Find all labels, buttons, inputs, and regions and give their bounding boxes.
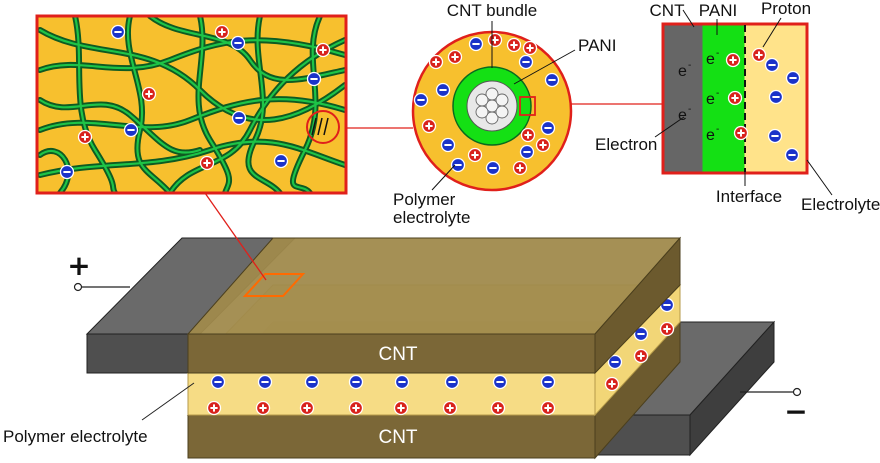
polymer-electrolyte-label: Polymer electrolyte [3, 427, 148, 446]
svg-text:-: - [688, 60, 691, 71]
device-illustration: CNT CNT + − Polymer electrolyte [3, 236, 808, 460]
cnt-electrons: e - e - [678, 60, 691, 124]
negative-terminal: − [740, 387, 808, 428]
cnt-bundle-label: CNT bundle [447, 1, 537, 20]
svg-text:-: - [716, 48, 719, 59]
electrolyte-label: Electrolyte [801, 195, 880, 214]
svg-text:e: e [706, 51, 715, 68]
polymer-electrolyte-leader [141, 382, 195, 421]
svg-text:e: e [678, 107, 687, 124]
plus-sign: + [67, 249, 90, 282]
svg-text:e: e [706, 91, 715, 108]
pani-label-center: PANI [578, 36, 616, 55]
polymer-label-line1: Polymer [393, 190, 456, 209]
pani-electrons: e - e - e - [706, 48, 719, 144]
pani-zoom-label: PANI [699, 1, 737, 20]
svg-text:e: e [678, 63, 687, 80]
electron-label: Electron [595, 135, 657, 154]
top-cnt-label: CNT [378, 344, 417, 365]
interface-zoom: e - e - e - e - e - CNT PANI Pr [595, 0, 880, 214]
interface-label: Interface [716, 187, 782, 206]
zoom-circle [306, 110, 340, 144]
polymer-label-line2: electrolyte [393, 208, 470, 227]
svg-text:-: - [716, 124, 719, 135]
minus-sign: − [784, 395, 807, 428]
proton-label: Proton [761, 0, 811, 18]
cnt-zoom-label: CNT [650, 1, 685, 20]
svg-text:-: - [716, 88, 719, 99]
positive-terminal: + [67, 249, 130, 292]
interface-zoom-marker [519, 96, 536, 116]
cross-section-zoom: CNT bundle PANI Polymer electrolyte [393, 1, 616, 227]
zoom-marker [242, 273, 306, 297]
bottom-cnt-label: CNT [378, 427, 417, 448]
svg-text:e: e [706, 127, 715, 144]
left-electrode [85, 237, 297, 374]
cnt-network-zoom [35, 14, 348, 195]
svg-text:-: - [688, 104, 691, 115]
top-cnt-layer [186, 236, 682, 375]
